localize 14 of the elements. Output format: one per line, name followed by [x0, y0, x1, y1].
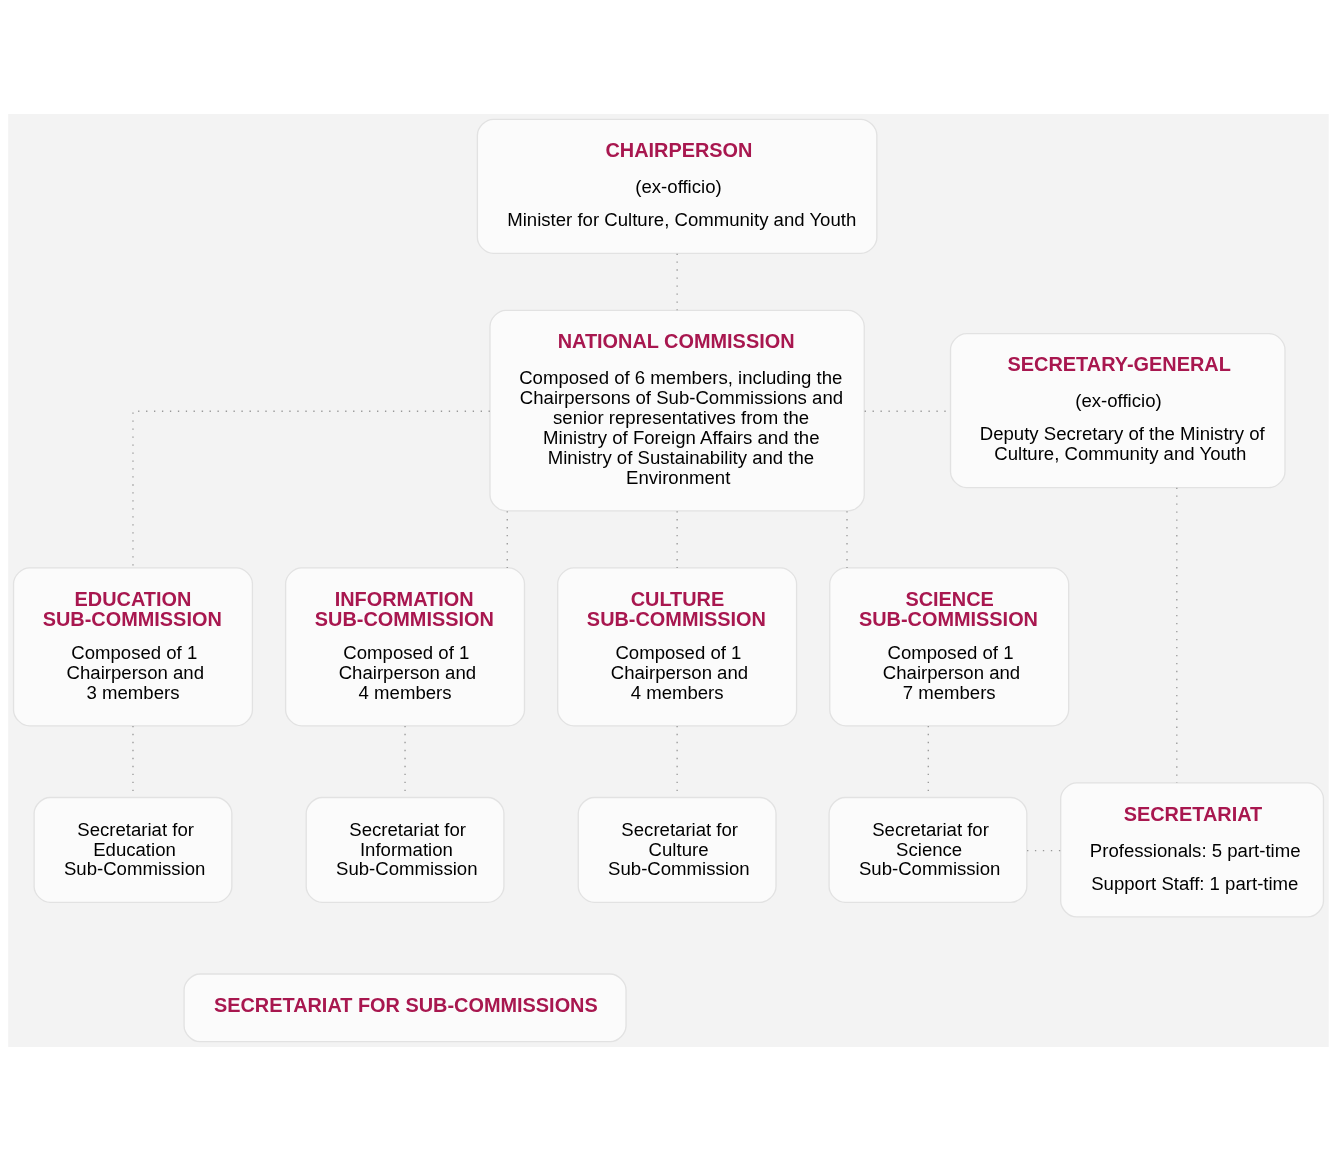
node-box: INFORMATION SUB-COMMISSION Composed of 1 Chairperson and 4 members	[284, 566, 526, 726]
node-box: Secretariat for Culture Sub-Commission	[577, 796, 777, 903]
node-box: SECRETARY-GENERAL (ex-officio) Deputy Secretary of the Ministry of Culture, Community and Youth	[949, 332, 1286, 488]
node-box: SECRETARIAT FOR SUB-COMMISSIONS	[183, 972, 627, 1042]
node-box: SECRETARIAT Professionals: 5 part-time Support Staff: 1 part-time	[1060, 781, 1325, 918]
node-box: Secretariat for Information Sub-Commission	[305, 796, 505, 903]
node-box: CULTURE SUB-COMMISSION Composed of 1 Chairperson and 4 members	[557, 566, 798, 726]
node-box: Secretariat for Education Sub-Commission	[33, 796, 233, 903]
node-box: CHAIRPERSON (ex-officio) Minister for Culture, Community and Youth	[476, 118, 878, 254]
node-box: NATIONAL COMMISSION Composed of 6 members, including the Chairpersons of Sub-Commissions and senior representatives from the Ministry of Foreign Affairs and the Ministry of Sustainability and the Environment	[489, 309, 865, 511]
node-box: Secretariat for Science Sub-Commission	[828, 796, 1028, 903]
node-box: SCIENCE SUB-COMMISSION Composed of 1 Chairperson and 7 members	[829, 566, 1070, 726]
connector	[132, 410, 491, 568]
node-box: EDUCATION SUB-COMMISSION Composed of 1 Chairperson and 3 members	[12, 566, 254, 726]
